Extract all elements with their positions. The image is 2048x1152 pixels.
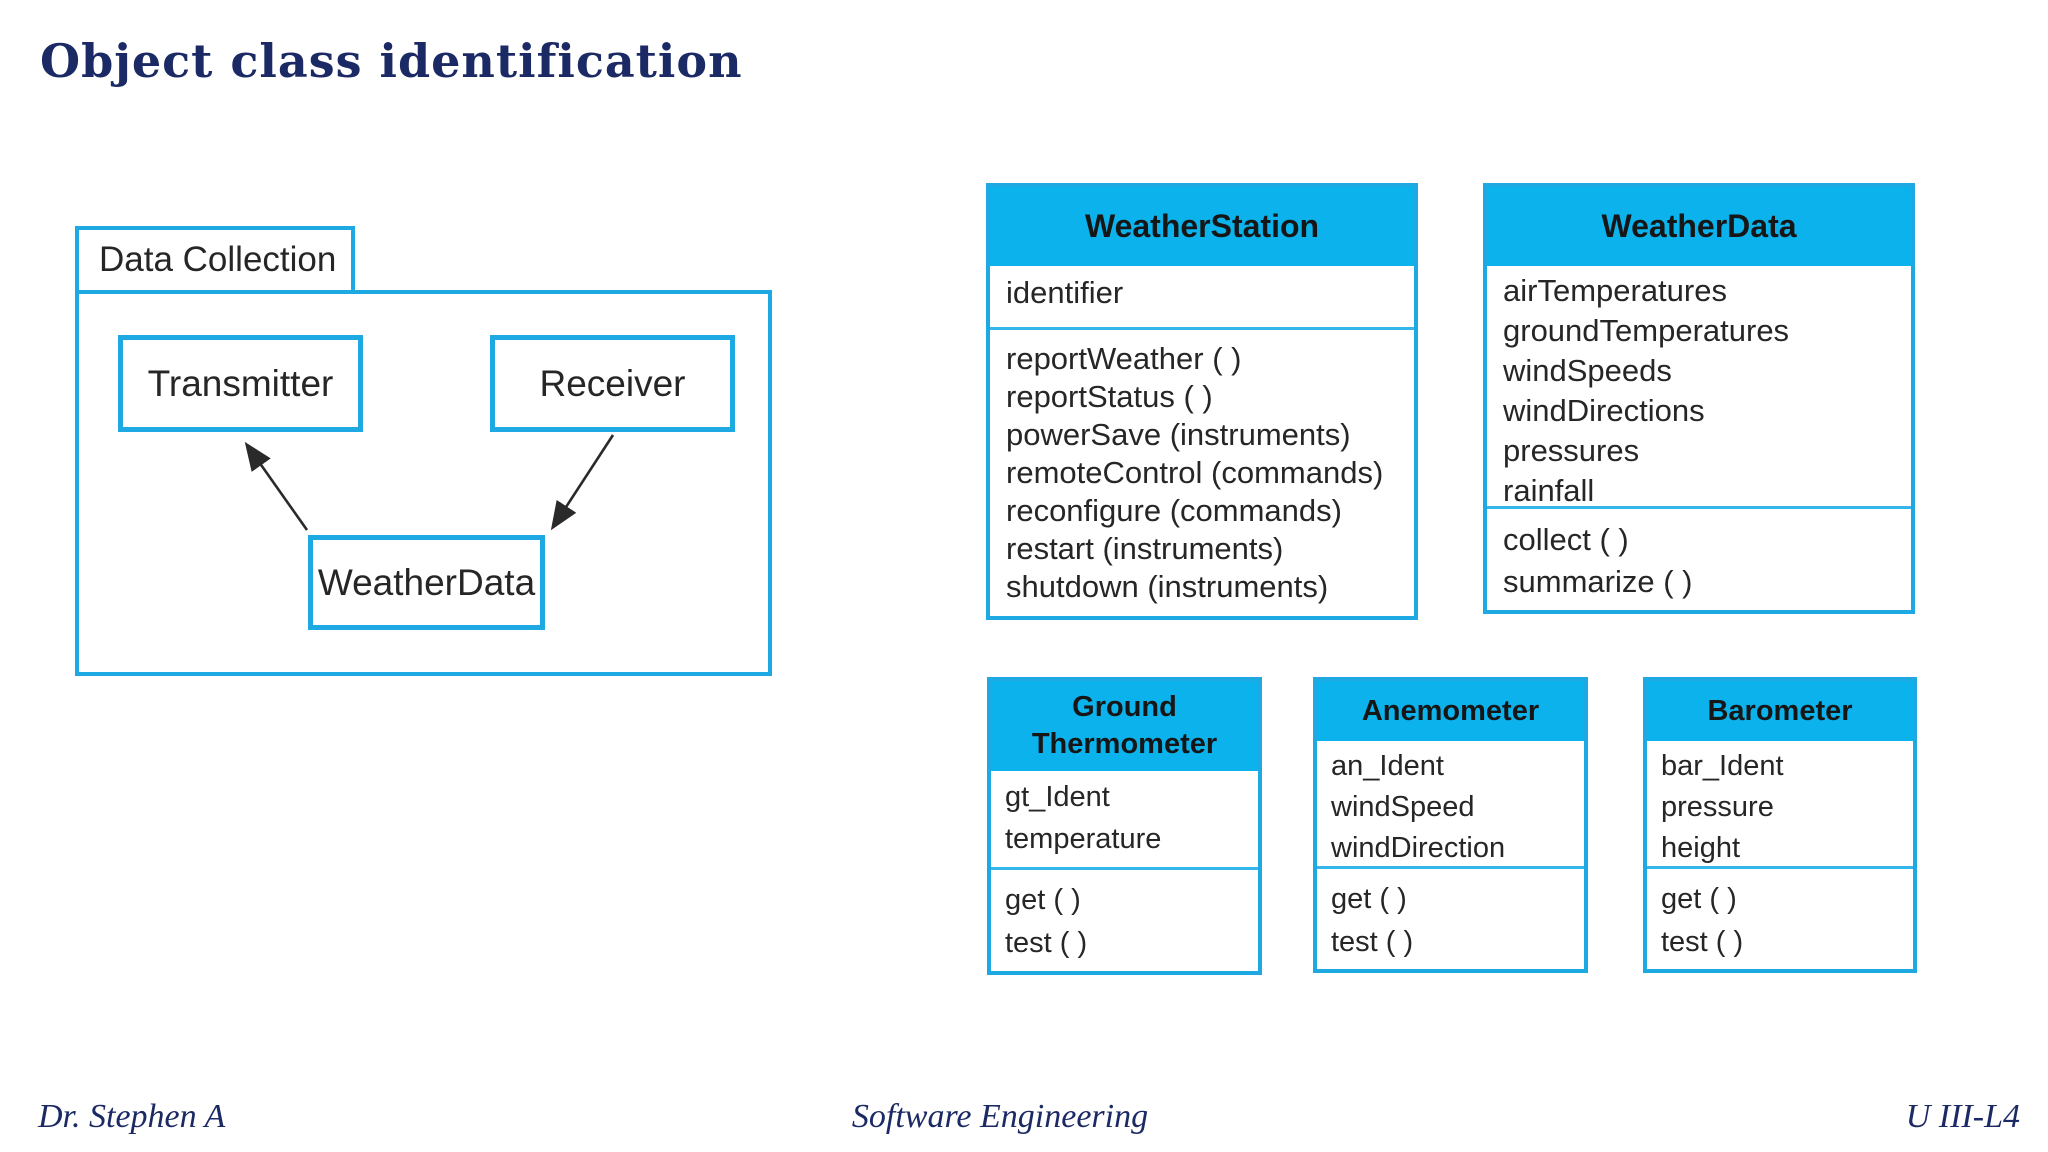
class-name-barometer: Barometer	[1647, 681, 1913, 741]
class-member: rainfall	[1503, 473, 1595, 508]
class-name-anemometer: Anemometer	[1317, 681, 1584, 741]
class-member: powerSave (instruments)	[1006, 417, 1351, 452]
class-member: shutdown (instruments)	[1006, 569, 1329, 604]
class-name-ground-thermometer: Ground Thermometer	[991, 681, 1258, 771]
class-member: groundTemperatures	[1503, 313, 1790, 348]
class-member: gt_Ident	[1005, 781, 1110, 813]
class-box-weatherdata: WeatherData airTemperatures groundTempera…	[1483, 183, 1915, 614]
class-member: temperature	[1005, 823, 1162, 855]
class-member: height	[1661, 832, 1741, 864]
class-attributes-barometer: bar_Ident pressure height	[1647, 741, 1913, 869]
node-weatherdata-label: WeatherData	[317, 561, 536, 603]
class-member: reportWeather ( )	[1006, 341, 1242, 376]
class-methods-anemometer: get ( ) test ( )	[1317, 869, 1584, 964]
class-member: pressure	[1661, 791, 1774, 823]
class-member: reportStatus ( )	[1006, 379, 1213, 414]
class-member: test ( )	[1661, 926, 1744, 958]
node-transmitter: Transmitter	[118, 335, 363, 432]
class-member: identifier	[1006, 275, 1124, 310]
class-attributes-anemometer: an_Ident windSpeed windDirection	[1317, 741, 1584, 869]
class-member: windDirections	[1503, 393, 1705, 428]
class-attributes-weatherstation: identifier	[990, 266, 1414, 330]
node-transmitter-label: Transmitter	[147, 362, 334, 404]
class-member: collect ( )	[1503, 522, 1629, 557]
class-member: an_Ident	[1331, 750, 1444, 782]
class-attributes-ground-thermometer: gt_Ident temperature	[991, 771, 1258, 870]
node-receiver-label: Receiver	[539, 362, 686, 404]
node-receiver: Receiver	[490, 335, 735, 432]
class-name-weatherdata: WeatherData	[1487, 187, 1911, 266]
class-box-anemometer: Anemometer an_Ident windSpeed windDirectio…	[1313, 677, 1588, 973]
class-methods-weatherstation: reportWeather ( )reportStatus ( )powerSa…	[990, 330, 1414, 606]
class-member: get ( )	[1005, 884, 1081, 916]
class-member: get ( )	[1331, 883, 1407, 915]
class-member: reconfigure (commands)	[1006, 493, 1342, 528]
class-methods-barometer: get ( ) test ( )	[1647, 869, 1913, 964]
class-box-barometer: Barometer bar_Ident pressure height get ( …	[1643, 677, 1917, 973]
class-methods-weatherdata: collect ( ) summarize ( )	[1487, 509, 1911, 603]
class-name-weatherstation: WeatherStation	[990, 187, 1414, 266]
class-box-ground-thermometer: Ground Thermometer gt_Ident temperature g…	[987, 677, 1262, 975]
class-member: get ( )	[1661, 883, 1737, 915]
class-member: test ( )	[1331, 926, 1414, 958]
class-box-weatherstation: WeatherStation identifier reportWeather …	[986, 183, 1418, 620]
class-attributes-weatherdata: airTemperatures groundTemperatures windSpe…	[1487, 266, 1911, 509]
class-member: restart (instruments)	[1006, 531, 1284, 566]
package-tab: Data Collection	[75, 226, 355, 294]
package-label: Data Collection	[99, 240, 337, 279]
class-member: windSpeeds	[1503, 353, 1672, 388]
class-member: windSpeed	[1331, 791, 1475, 823]
class-member: airTemperatures	[1503, 273, 1727, 308]
class-methods-ground-thermometer: get ( ) test ( )	[991, 870, 1258, 965]
class-member: remoteControl (commands)	[1006, 455, 1384, 490]
class-member: test ( )	[1005, 927, 1088, 959]
footer-lecture-code: U III-L4	[1905, 1098, 2020, 1135]
class-member: pressures	[1503, 433, 1640, 468]
node-weatherdata: WeatherData	[308, 535, 545, 630]
class-member: windDirection	[1331, 832, 1506, 864]
page-title: Object class identification	[40, 34, 743, 88]
class-member: summarize ( )	[1503, 564, 1693, 599]
class-member: bar_Ident	[1661, 750, 1784, 782]
footer-author: Dr. Stephen A	[38, 1098, 226, 1135]
footer-course-title: Software Engineering	[851, 1098, 1149, 1135]
